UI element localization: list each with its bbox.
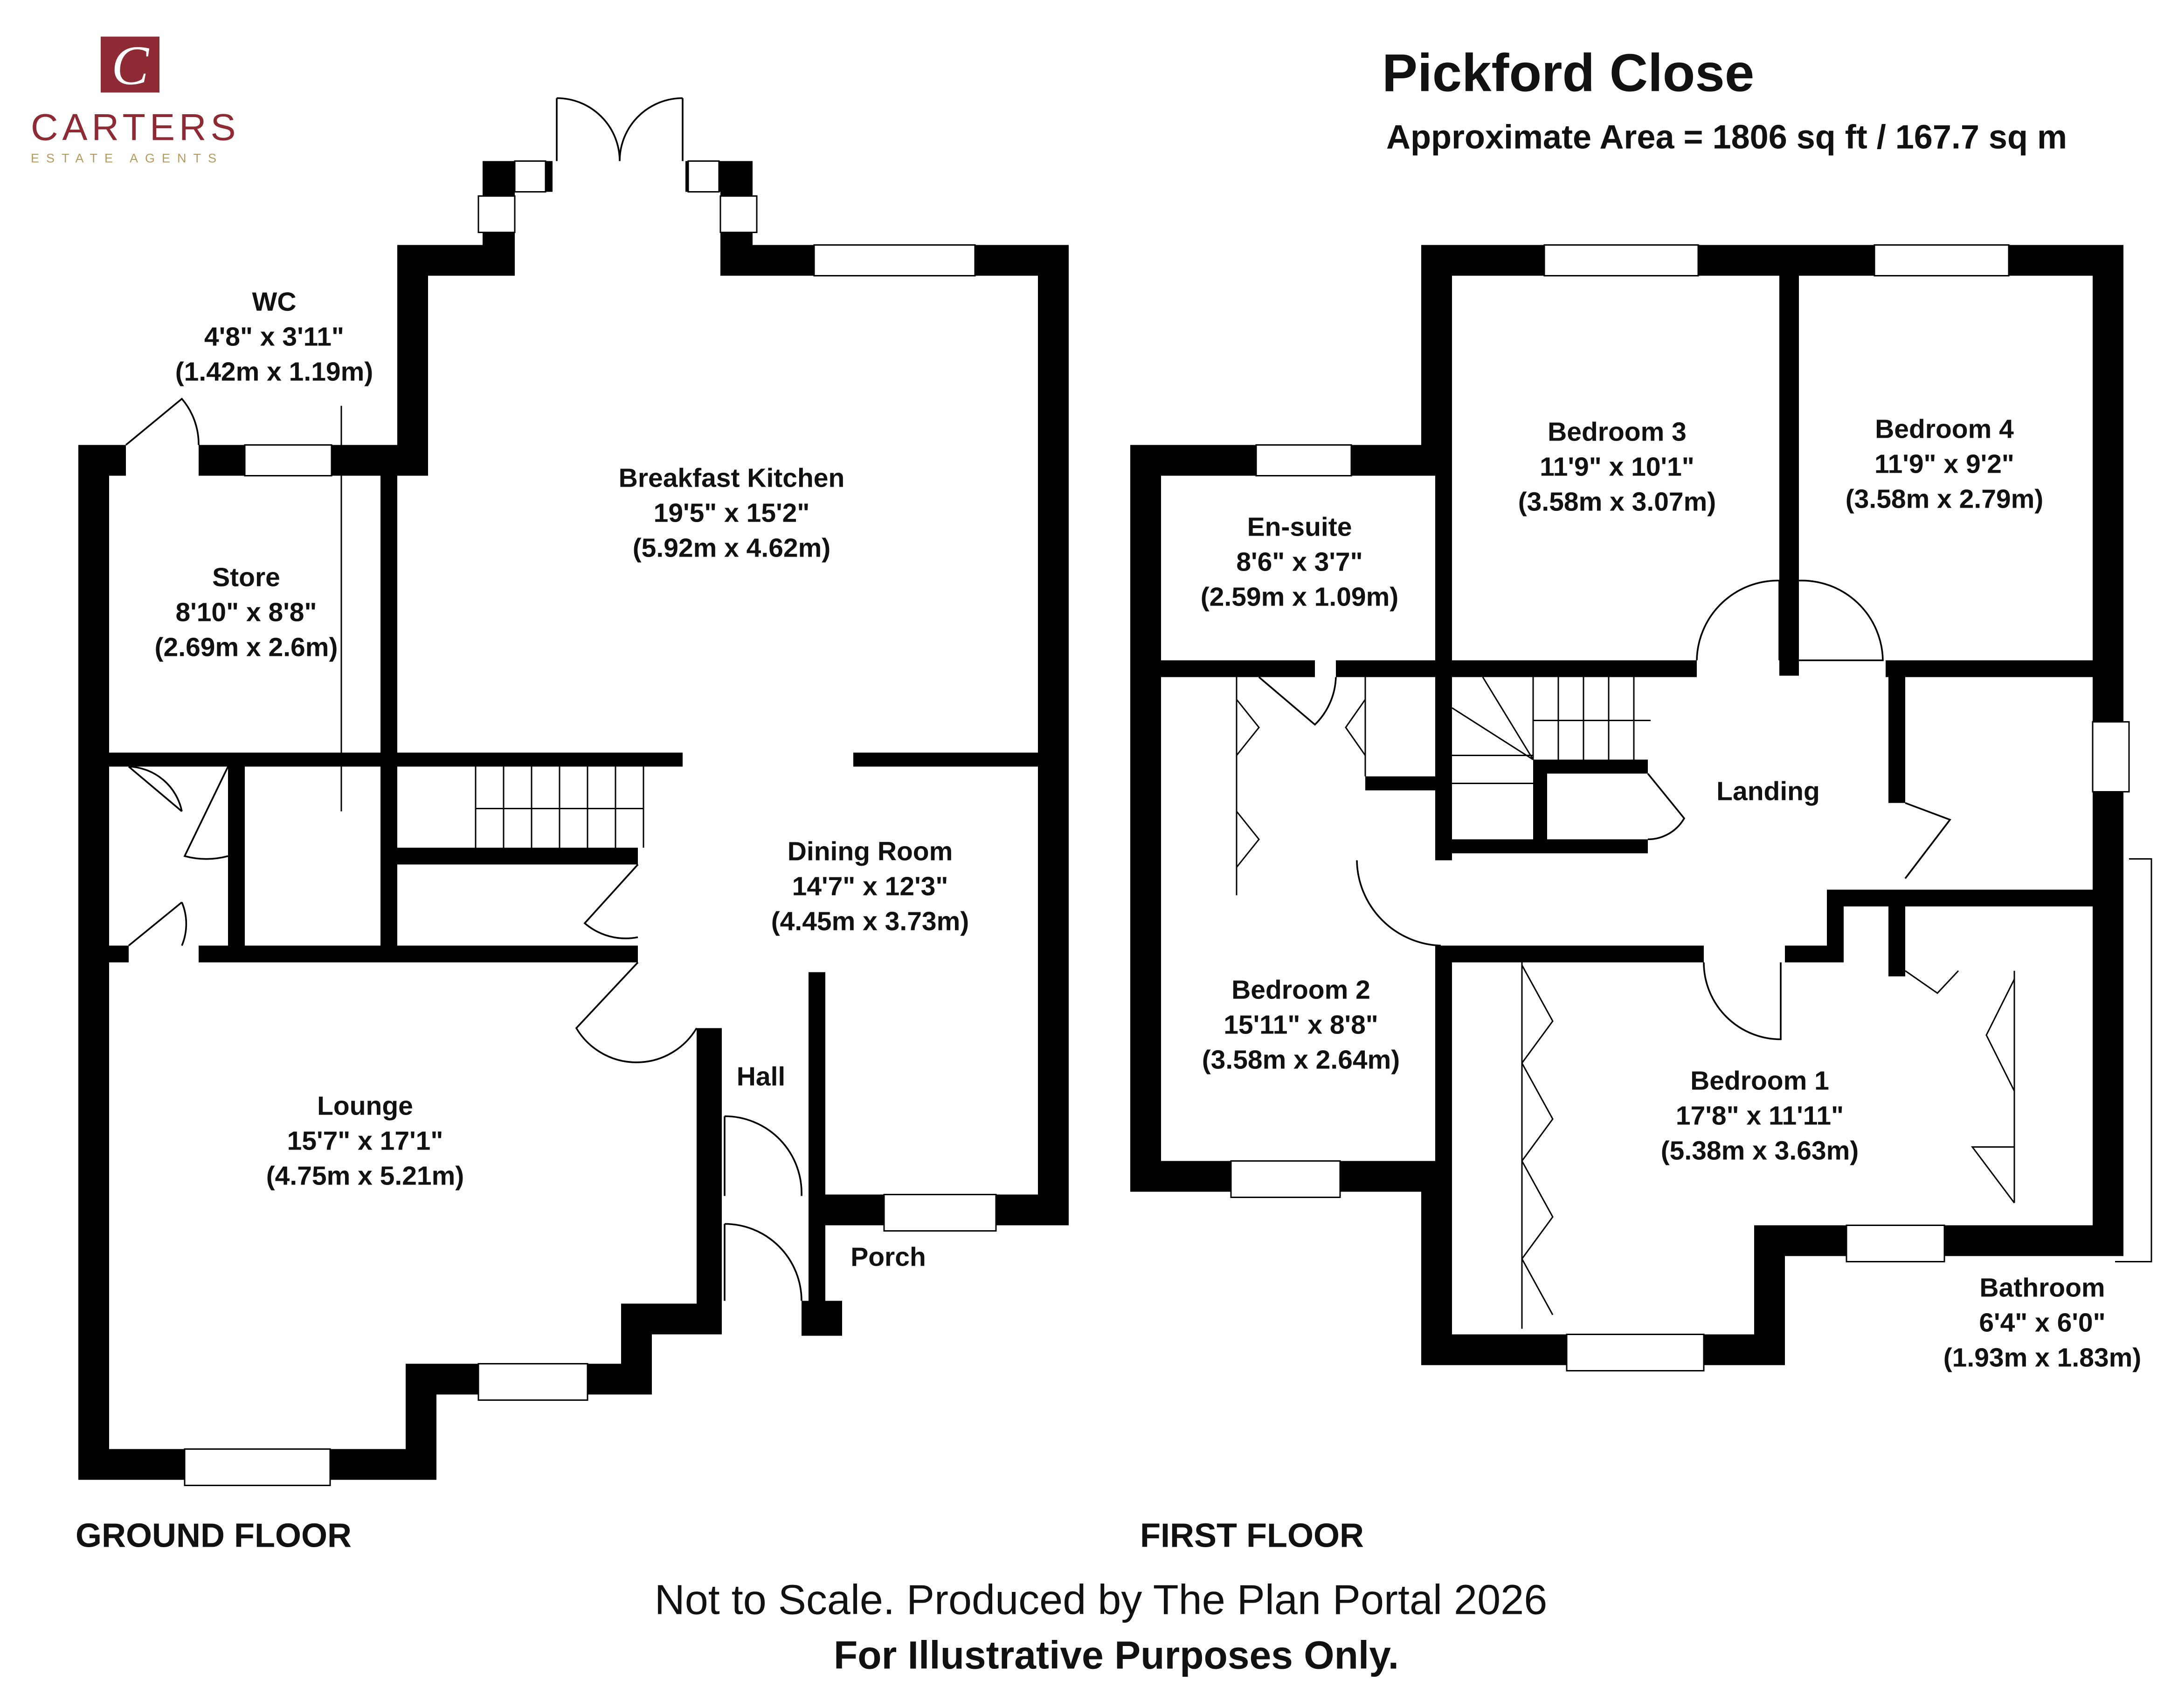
logo-name: CARTERS bbox=[31, 107, 240, 149]
room-metric: (2.59m x 1.09m) bbox=[1201, 582, 1399, 612]
room-imperial: 8'6" x 3'7" bbox=[1236, 547, 1362, 577]
room-name: Store bbox=[212, 563, 280, 592]
room-metric: (1.93m x 1.83m) bbox=[1943, 1343, 2142, 1373]
room-metric: (5.92m x 4.62m) bbox=[633, 533, 831, 563]
room-name: Dining Room bbox=[788, 837, 953, 867]
room-breakfast-kitchen: Breakfast Kitchen 19'5" x 15'2" (5.92m x… bbox=[619, 463, 845, 563]
room-metric: (3.58m x 2.79m) bbox=[1846, 484, 2044, 514]
room-name: Lounge bbox=[317, 1091, 413, 1121]
room-name: Bedroom 2 bbox=[1231, 975, 1370, 1005]
room-bedroom-1: Bedroom 1 17'8" x 11'11" (5.38m x 3.63m) bbox=[1661, 1066, 1859, 1166]
ground-floor-windows bbox=[184, 160, 997, 1486]
room-metric: (5.38m x 3.63m) bbox=[1661, 1136, 1859, 1166]
room-metric: (3.58m x 3.07m) bbox=[1518, 487, 1716, 517]
room-dining-room: Dining Room 14'7" x 12'3" (4.45m x 3.73m… bbox=[771, 837, 969, 937]
first-floor-label: FIRST FLOOR bbox=[1140, 1517, 1364, 1555]
room-wc: WC 4'8" x 3'11" (1.42m x 1.19m) bbox=[175, 287, 373, 387]
room-landing: Landing bbox=[1716, 777, 1820, 806]
room-imperial: 15'7" x 17'1" bbox=[287, 1126, 443, 1156]
page-title: Pickford Close bbox=[1382, 44, 1754, 103]
room-metric: (3.58m x 2.64m) bbox=[1202, 1045, 1400, 1075]
room-name: En-suite bbox=[1247, 512, 1352, 542]
room-lounge: Lounge 15'7" x 17'1" (4.75m x 5.21m) bbox=[266, 1091, 464, 1191]
room-imperial: 19'5" x 15'2" bbox=[654, 498, 810, 528]
room-imperial: 15'11" x 8'8" bbox=[1224, 1010, 1378, 1040]
room-imperial: 14'7" x 12'3" bbox=[792, 872, 948, 902]
room-name: Bedroom 1 bbox=[1690, 1066, 1829, 1096]
footer-illustrative: For Illustrative Purposes Only. bbox=[834, 1633, 1399, 1677]
room-name: Bathroom bbox=[1979, 1273, 2105, 1303]
ground-floor-label: GROUND FLOOR bbox=[76, 1517, 352, 1555]
room-porch: Porch bbox=[850, 1242, 926, 1272]
room-metric: (1.42m x 1.19m) bbox=[175, 357, 373, 387]
room-metric: (4.75m x 5.21m) bbox=[266, 1161, 464, 1191]
room-bedroom-2: Bedroom 2 15'11" x 8'8" (3.58m x 2.64m) bbox=[1202, 975, 1400, 1075]
approximate-area: Approximate Area = 1806 sq ft / 167.7 sq… bbox=[1386, 119, 2067, 156]
room-imperial: 4'8" x 3'11" bbox=[204, 322, 344, 352]
room-imperial: 11'9" x 10'1" bbox=[1540, 452, 1694, 482]
room-imperial: 17'8" x 11'11" bbox=[1676, 1101, 1844, 1131]
logo-tagline: ESTATE AGENTS bbox=[31, 152, 223, 165]
room-name: Bedroom 3 bbox=[1548, 417, 1687, 447]
room-hall: Hall bbox=[737, 1062, 786, 1092]
room-metric: (4.45m x 3.73m) bbox=[771, 907, 969, 937]
room-metric: (2.69m x 2.6m) bbox=[155, 633, 338, 662]
room-imperial: 6'4" x 6'0" bbox=[1979, 1308, 2105, 1338]
first-floor-windows bbox=[1230, 244, 2130, 1371]
footer-disclaimer: Not to Scale. Produced by The Plan Porta… bbox=[655, 1577, 1548, 1624]
logo-monogram: C bbox=[111, 34, 150, 96]
logo-monogram-box bbox=[101, 36, 159, 93]
room-name: Breakfast Kitchen bbox=[619, 463, 845, 493]
room-en-suite: En-suite 8'6" x 3'7" (2.59m x 1.09m) bbox=[1201, 512, 1399, 612]
ground-floor-doors bbox=[125, 97, 802, 1301]
room-name: Bedroom 4 bbox=[1875, 414, 2014, 444]
room-imperial: 11'9" x 9'2" bbox=[1874, 449, 2014, 479]
room-bedroom-3: Bedroom 3 11'9" x 10'1" (3.58m x 3.07m) bbox=[1518, 417, 1716, 517]
room-bedroom-4: Bedroom 4 11'9" x 9'2" (3.58m x 2.79m) bbox=[1846, 414, 2044, 514]
first-floor-doors bbox=[1236, 579, 2152, 1329]
room-name: WC bbox=[252, 287, 297, 317]
room-store: Store 8'10" x 8'8" (2.69m x 2.6m) bbox=[155, 563, 338, 662]
carters-logo: C CARTERS ESTATE AGENTS bbox=[31, 34, 240, 165]
room-bathroom: Bathroom 6'4" x 6'0" (1.93m x 1.83m) bbox=[1943, 1273, 2142, 1373]
room-imperial: 8'10" x 8'8" bbox=[175, 598, 317, 627]
